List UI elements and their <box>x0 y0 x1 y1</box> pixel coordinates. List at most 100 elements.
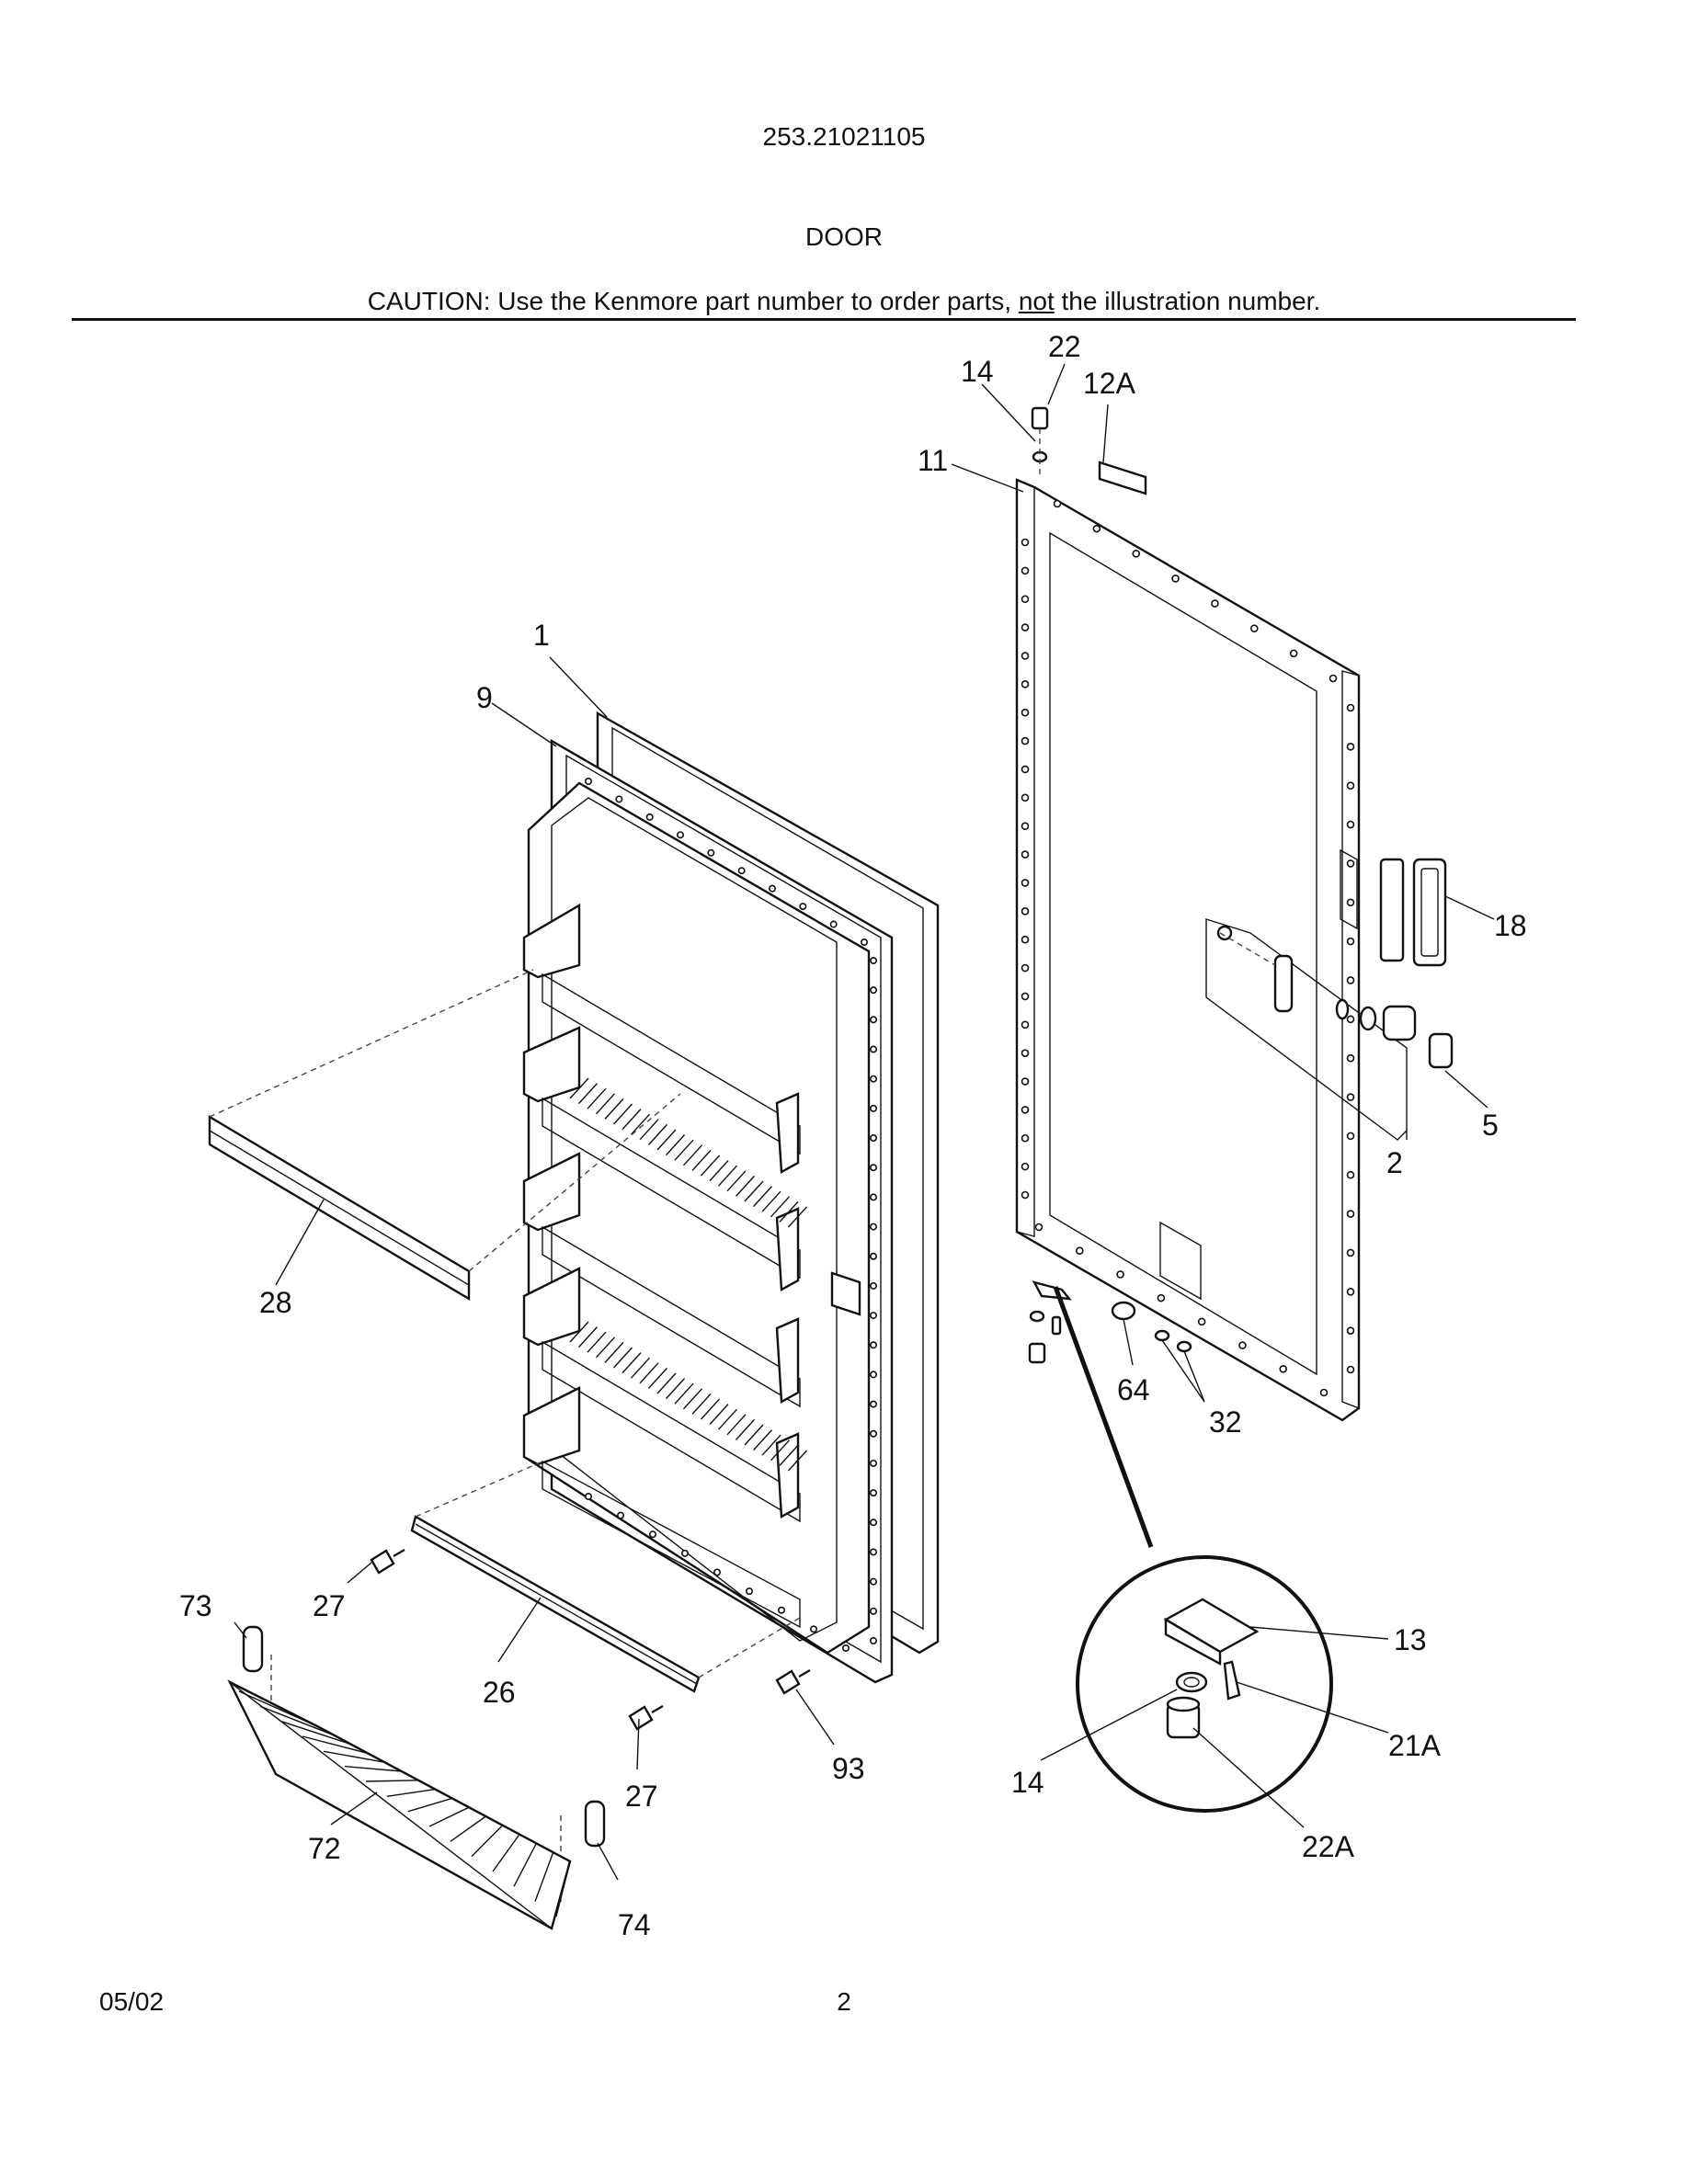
panel-hole <box>1197 1317 1206 1326</box>
basket-wire <box>428 1806 470 1827</box>
callout-22a: 22A <box>1302 1830 1355 1863</box>
shelf-rib <box>787 1450 808 1472</box>
liner-shelf-5 <box>522 1386 801 1629</box>
liner-shelf-ribs <box>569 1077 808 1472</box>
liner-shelf-1 <box>522 903 801 1174</box>
liner-hole <box>768 884 776 893</box>
panel-hole <box>1346 1170 1355 1179</box>
shelf-rib <box>779 1444 799 1466</box>
liner-hole <box>869 1489 877 1497</box>
panel-hole <box>1021 623 1030 631</box>
shelf-rib <box>639 1362 659 1384</box>
callout-14-top: 14 <box>961 355 994 388</box>
shelf-rib <box>665 1378 686 1400</box>
liner-hole <box>869 1341 877 1349</box>
panel-hole <box>1346 976 1355 984</box>
panel-hole <box>1238 1341 1247 1349</box>
panel-hole <box>1021 566 1030 575</box>
shelf-rib <box>595 1337 616 1359</box>
basket-wire <box>450 1815 486 1842</box>
liner-hole <box>680 1549 689 1557</box>
callout-26: 26 <box>483 1676 516 1709</box>
liner-hole <box>869 1223 877 1231</box>
callout-2: 2 <box>1386 1146 1403 1179</box>
shelf-rib <box>717 1408 738 1430</box>
basket-wire <box>492 1834 520 1872</box>
shelf-rib <box>717 1165 738 1187</box>
callout-5: 5 <box>1482 1109 1499 1142</box>
panel-hole <box>1346 1287 1355 1296</box>
panel-hole <box>1346 937 1355 946</box>
liner-hole <box>777 1606 785 1614</box>
liner-hole <box>869 1429 877 1438</box>
panel-hole <box>1346 703 1355 712</box>
panel-hole <box>1034 1223 1044 1232</box>
callout-72: 72 <box>308 1832 341 1865</box>
liner-hole <box>869 1045 877 1053</box>
liner-hole <box>584 777 592 785</box>
liner-hole <box>707 848 715 857</box>
callout-32: 32 <box>1209 1405 1242 1439</box>
panel-hole <box>1021 822 1030 830</box>
panel-hole <box>1021 1020 1030 1029</box>
panel-hole <box>1092 524 1101 533</box>
liner-hole <box>869 1193 877 1201</box>
shelf-rib <box>682 1388 703 1410</box>
shelf-rib <box>612 1103 633 1125</box>
panel-hole <box>1116 1270 1124 1279</box>
liner-hole <box>645 813 654 821</box>
panel-hole <box>1021 907 1030 916</box>
panel-hole <box>1021 992 1030 1001</box>
callout-18: 18 <box>1494 909 1527 942</box>
panel-hole <box>1021 652 1030 660</box>
panel-hole <box>1157 1293 1166 1302</box>
liner-hole <box>869 1281 877 1290</box>
shelf-rib <box>787 1206 808 1228</box>
panel-hole <box>1346 859 1355 868</box>
liner-hole <box>869 1134 877 1143</box>
shelf-rib <box>674 1382 694 1405</box>
basket-wire <box>407 1797 452 1813</box>
panel-hole <box>1075 1246 1084 1256</box>
liner-hole <box>584 1493 592 1501</box>
basket-wire <box>323 1750 385 1763</box>
panel-hole <box>1021 879 1030 887</box>
basket-wire <box>555 1860 571 1917</box>
shelf-rib <box>595 1093 616 1115</box>
caution-note: CAUTION: Use the Kenmore part number to … <box>368 289 1321 314</box>
liner-hole <box>616 1511 624 1519</box>
model-number: 253.21021105 <box>762 122 926 151</box>
liner-hole <box>869 1075 877 1083</box>
panel-hole <box>1021 736 1030 745</box>
basket-wire <box>471 1825 504 1858</box>
shelf-rib <box>587 1087 607 1109</box>
panel-hole <box>1346 820 1355 829</box>
liner-hole <box>869 1104 877 1112</box>
panel-hole <box>1346 1093 1355 1101</box>
shelf-rib <box>735 1418 756 1440</box>
shelf-rib <box>779 1200 799 1223</box>
section-title: DOOR <box>805 222 883 251</box>
panel-hole <box>1021 850 1030 859</box>
panel-hole <box>1346 1365 1355 1374</box>
lock-assembly <box>1205 918 1454 1141</box>
panel-hole <box>1132 549 1141 558</box>
top-hinge-hardware <box>1031 406 1147 495</box>
panel-hole <box>1021 1190 1030 1200</box>
liner-hole <box>869 1519 877 1527</box>
callout-13: 13 <box>1394 1623 1427 1656</box>
shelf-rib <box>577 1083 599 1105</box>
shelf-rib <box>726 1414 747 1436</box>
liner-hole <box>676 831 684 839</box>
shelf-rib <box>744 1424 764 1446</box>
panel-hole <box>1021 1077 1030 1086</box>
shelf-rib <box>622 1352 642 1374</box>
panel-hole <box>1289 649 1298 658</box>
shelf-rib <box>569 1077 589 1099</box>
shelf-rail-26 <box>410 1515 701 1693</box>
callout-93: 93 <box>832 1752 865 1785</box>
basket-wire <box>280 1721 351 1746</box>
shelf-rib <box>691 1393 712 1415</box>
basket-wire <box>344 1765 402 1772</box>
callout-14-detail: 14 <box>1011 1766 1044 1799</box>
